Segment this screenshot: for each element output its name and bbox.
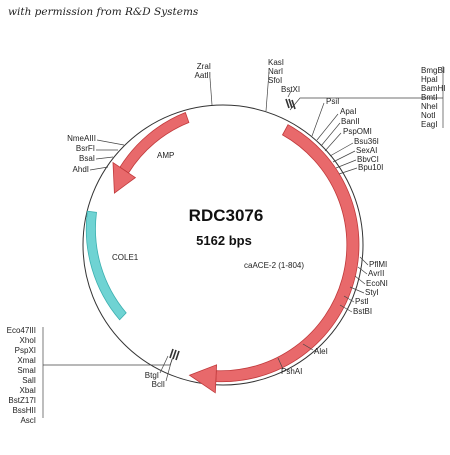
mcs-top-site: BmtI: [421, 93, 437, 102]
site-psti: PstI: [355, 297, 369, 306]
site-apai: ApaI: [340, 107, 356, 116]
site-bsu36i: Bsu36I: [354, 137, 379, 146]
plasmid-size: 5162 bps: [196, 233, 252, 248]
site-avrii: AvrII: [368, 269, 384, 278]
site-bbvci: BbvCI: [357, 155, 379, 164]
mcs-bottom-list: Eco47III XhoI PspXI XmaI SmaI SalI XbaI …: [7, 326, 36, 425]
leader-lines: [43, 71, 443, 382]
site-bstbi: BstBI: [353, 307, 372, 316]
mcs-top-site: NheI: [421, 102, 438, 111]
mcs-top-site: EagI: [421, 120, 437, 129]
site-btgi: BtgI: [145, 371, 159, 380]
site-econi: EcoNI: [366, 279, 388, 288]
site-pflmi: PflMI: [369, 260, 387, 269]
site-kasi: KasI: [268, 58, 284, 67]
mcs-bottom-site: Eco47III: [7, 326, 36, 335]
mcs-bottom-site: XhoI: [20, 336, 36, 345]
mcs-bottom-site: SmaI: [17, 366, 36, 375]
mcs-bottom-site: SalI: [22, 376, 36, 385]
site-alei: AleI: [314, 347, 328, 356]
site-psii: PsiI: [326, 97, 339, 106]
site-nmeaiii: NmeAIII: [67, 134, 96, 143]
amp-resistance-arrow: [119, 111, 190, 174]
permission-credit: with permission from R&D Systems: [8, 6, 199, 18]
site-bcli: BclI: [152, 380, 165, 389]
amp-label: AMP: [157, 151, 174, 160]
site-nari: NarI: [268, 67, 283, 76]
site-sexai: SexAI: [356, 146, 377, 155]
site-styi: StyI: [365, 288, 379, 297]
mcs-top-site: HpaI: [421, 75, 438, 84]
amp-arrow-head: [112, 161, 137, 194]
site-bstxi: BstXI: [281, 85, 300, 94]
cole1-origin-feature: [85, 210, 127, 321]
mcs-bottom-site: AscI: [20, 416, 36, 425]
mcs-bottom-site: BstZ17I: [8, 396, 36, 405]
site-aatii: AatII: [195, 71, 211, 80]
site-bsrfi: BsrFI: [76, 144, 95, 153]
site-banii: BanII: [341, 117, 360, 126]
site-ahdi: AhdI: [73, 165, 89, 174]
mcs-top-list: BmgBI HpaI BamHI BmtI NheI NotI EagI: [421, 66, 445, 129]
mcs-bottom-site: BssHII: [12, 406, 36, 415]
mcs-bottom-site: XmaI: [17, 356, 36, 365]
caace2-arrow-head: [188, 364, 218, 394]
plasmid-name: RDC3076: [189, 206, 264, 225]
mcs-bottom-site: XbaI: [20, 386, 36, 395]
insert-label: caACE-2 (1-804): [244, 261, 304, 270]
site-pspomi: PspOMI: [343, 127, 372, 136]
site-zrai: ZraI: [197, 62, 211, 71]
mcs-bottom-site: PspXI: [15, 346, 36, 355]
cut-site-ticks: [169, 98, 296, 361]
cole1-label: COLE1: [112, 253, 139, 262]
mcs-top-site: NotI: [421, 111, 436, 120]
mcs-top-site: BamHI: [421, 84, 445, 93]
caace2-insert-arrow: [215, 124, 360, 383]
mcs-top-site: BmgBI: [421, 66, 445, 75]
site-bpu10i: Bpu10I: [358, 163, 383, 172]
restriction-site-labels: ZraI AatII KasI NarI SfoI BstXI PsiI Apa…: [67, 58, 388, 389]
site-bsai: BsaI: [79, 154, 95, 163]
site-pshai: PshAI: [281, 367, 302, 376]
site-sfoi: SfoI: [268, 76, 282, 85]
plasmid-backbone: [82, 104, 364, 386]
